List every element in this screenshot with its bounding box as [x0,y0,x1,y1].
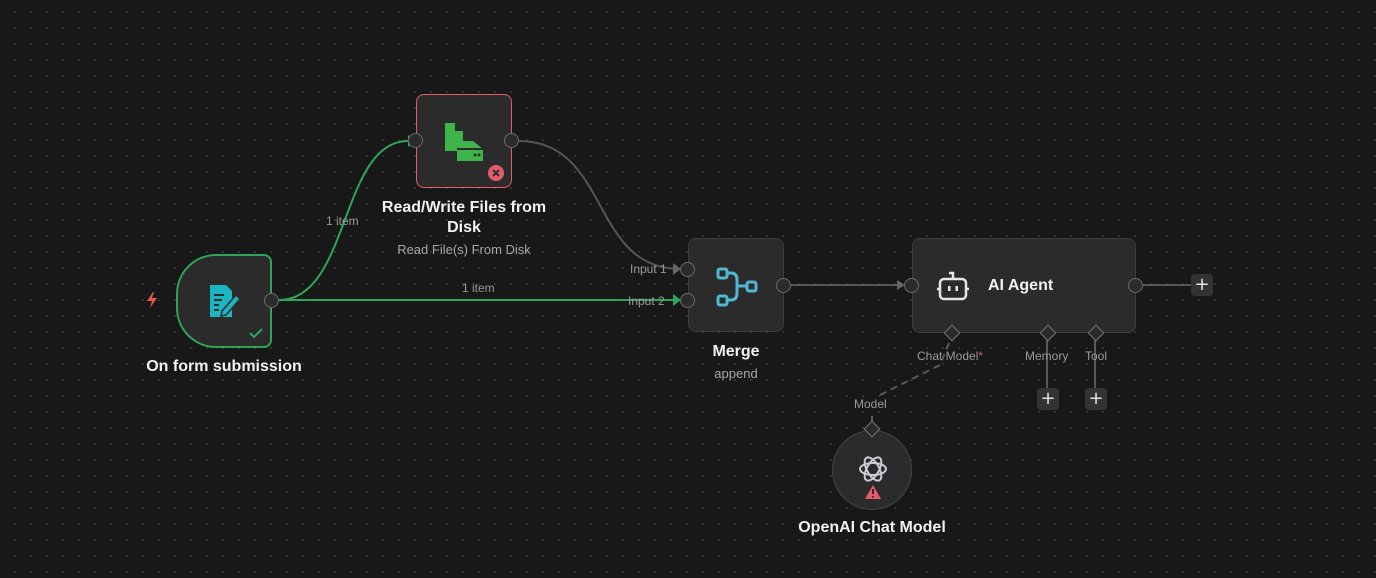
add-node-button[interactable]: + [1191,274,1213,296]
chat-model-text: Chat Model [917,349,979,363]
node-on-form-submission[interactable] [176,254,272,348]
warning-icon [865,485,881,504]
edge-readwrite-to-merge[interactable] [518,140,681,270]
node-title: Read/Write Files from Disk [381,199,547,236]
input-handle[interactable] [904,278,919,293]
node-title: Merge [712,343,760,360]
merge-icon [715,265,759,314]
error-x-icon [488,165,504,186]
node-title: On form submission [146,358,302,375]
output-handle[interactable] [1128,278,1143,293]
model-output-label: Model [854,397,887,411]
edge-form-to-readwrite[interactable] [278,140,409,301]
node-merge[interactable] [688,238,784,332]
file-disk-icon [443,121,485,168]
edge-arrow-merge-input2 [673,294,681,306]
output-handle[interactable] [504,133,519,148]
openai-icon [857,453,889,490]
edge-label-item-count: 1 item [326,214,359,228]
node-subtitle: Read File(s) From Disk [397,242,531,257]
memory-label: Memory [1025,349,1069,363]
robot-icon [935,269,971,308]
edge-label-item-count: 1 item [462,281,495,295]
lightning-bolt-icon [144,291,160,314]
add-memory-button[interactable]: + [1037,388,1059,410]
input-handle[interactable] [408,133,423,148]
input-handle-1[interactable] [680,262,695,277]
edge-arrow-agent [897,280,905,290]
node-openai-chat-model[interactable] [832,430,912,510]
tool-label: Tool [1085,349,1108,363]
node-title: OpenAI Chat Model [798,519,946,536]
node-title: AI Agent [988,277,1054,294]
output-handle[interactable] [776,278,791,293]
add-tool-button[interactable]: + [1085,388,1107,410]
input-handle-2[interactable] [680,293,695,308]
required-mark: * [978,349,984,363]
input-label: Input 1 [630,262,667,276]
node-read-write-files[interactable] [416,94,512,188]
edge-arrow-merge-input1 [673,263,681,275]
input-label: Input 2 [628,294,665,308]
output-handle[interactable] [264,293,279,308]
success-check-icon [248,326,264,345]
node-subtitle: append [714,366,758,381]
node-ai-agent[interactable]: AI Agent [912,238,1136,333]
chat-model-label: Chat Model* [917,349,983,363]
form-edit-icon [206,283,242,324]
